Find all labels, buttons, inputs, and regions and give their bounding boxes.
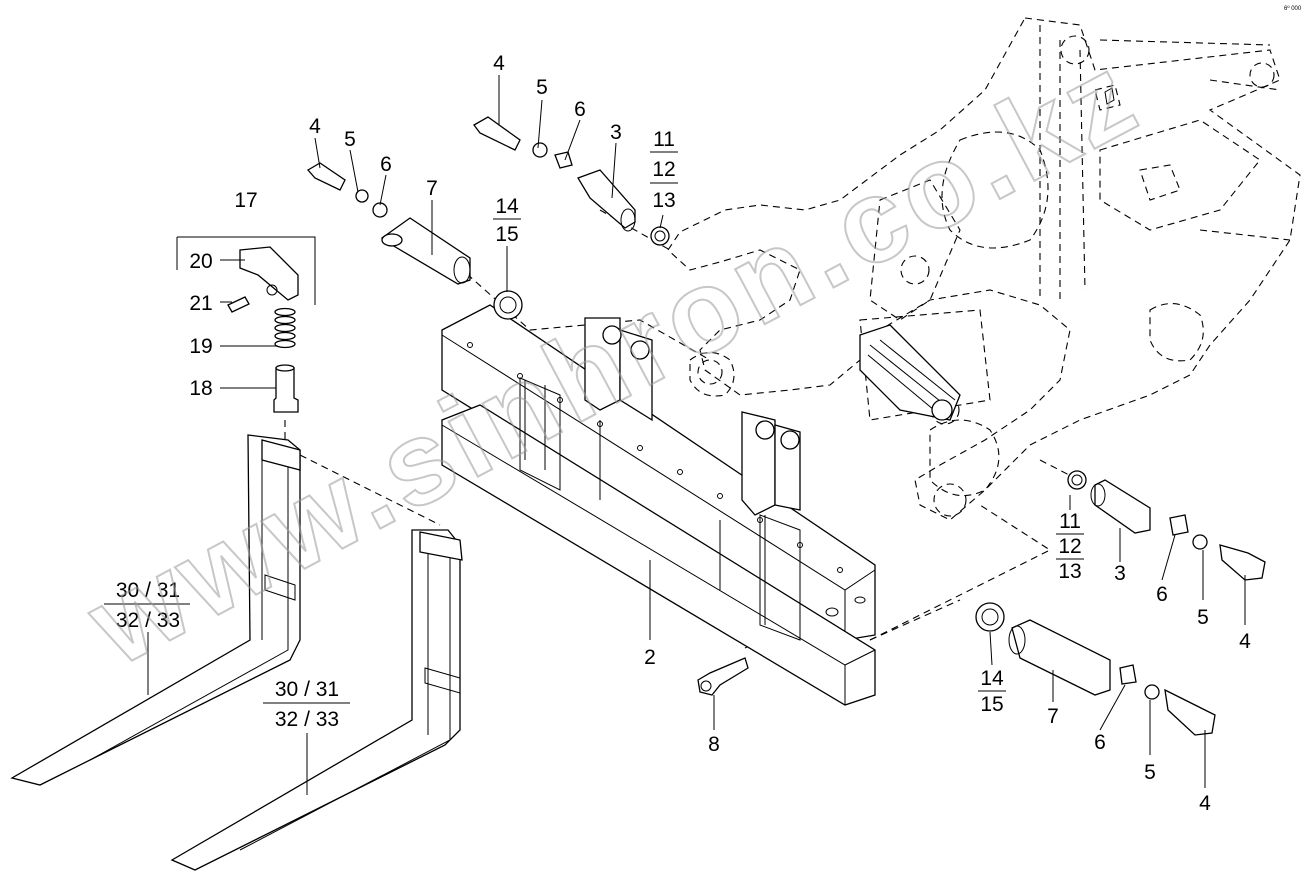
callout-forks-right: 30 / 31 32 / 33 [263, 678, 350, 731]
spring-19 [274, 307, 296, 349]
carriage-frame [441, 304, 876, 706]
callout-11-12-13-lower: 11 12 13 [1056, 510, 1084, 583]
callout-forks-line1: 30 / 31 [116, 579, 180, 602]
callout-18: 18 [189, 377, 212, 400]
callout-3-lower: 3 [1114, 562, 1126, 585]
pin-set-upper-left [306, 162, 523, 320]
callout-12: 12 [652, 158, 675, 181]
callout-6-upper-right: 6 [574, 98, 586, 121]
pin-set-lower-right-a [1067, 470, 1266, 581]
callout-5-upper-right: 5 [536, 76, 548, 99]
callout-11: 11 [1059, 510, 1081, 533]
callout-4-upper-right: 4 [493, 52, 505, 75]
fork-latch-parts [227, 246, 299, 413]
callout-forks-line2: 32 / 33 [275, 708, 339, 731]
callout-5-lower-a: 5 [1197, 606, 1209, 629]
fork-right [170, 529, 463, 871]
hydraulic-cylinder [859, 324, 961, 421]
pin-set-upper-right [473, 116, 670, 246]
callout-5-lower-b: 5 [1144, 761, 1156, 784]
bolt-8 [697, 657, 749, 696]
callout-4-lower-a: 4 [1239, 630, 1251, 653]
callout-20: 20 [189, 250, 212, 273]
projection-lines [284, 209, 1076, 649]
corner-code: 6º 000 [1284, 5, 1302, 12]
callout-21: 21 [189, 292, 212, 315]
callout-14: 14 [980, 667, 1004, 690]
callout-13: 13 [652, 189, 675, 212]
callout-5-upper-left: 5 [344, 128, 356, 151]
callout-15: 15 [980, 693, 1003, 716]
callout-6-lower-b: 6 [1094, 731, 1106, 754]
carriage-holes [467, 342, 843, 573]
callout-7-upper: 7 [426, 177, 438, 200]
callout-forks-line1: 30 / 31 [275, 678, 339, 701]
callout-14-15-lower: 14 15 [978, 667, 1006, 716]
leader-lines [147, 75, 1246, 795]
callout-11-12-13-upper: 11 12 13 [650, 128, 678, 212]
callout-12: 12 [1058, 535, 1081, 558]
callout-13: 13 [1058, 560, 1081, 583]
callout-11: 11 [653, 128, 675, 151]
callout-19: 19 [189, 335, 212, 358]
callout-15: 15 [495, 223, 518, 246]
callout-6-lower-a: 6 [1156, 583, 1168, 606]
callouts: 4 5 6 3 11 12 13 4 5 6 7 14 15 17 20 21 … [104, 52, 1251, 815]
callout-3-upper: 3 [610, 121, 622, 144]
callout-4-lower-b: 4 [1199, 792, 1211, 815]
callout-14: 14 [495, 195, 519, 218]
callout-forks-left: 30 / 31 32 / 33 [104, 579, 190, 632]
callout-17: 17 [234, 189, 257, 212]
callout-2: 2 [644, 646, 656, 669]
callout-6-upper-left: 6 [380, 153, 392, 176]
callout-14-15-upper: 14 15 [493, 195, 521, 246]
pin-set-lower-right-b [975, 602, 1216, 736]
callout-4-upper-left: 4 [309, 115, 321, 138]
callout-7-lower: 7 [1047, 705, 1059, 728]
callout-forks-line2: 32 / 33 [116, 609, 180, 632]
fork-left [10, 434, 301, 786]
callout-8: 8 [708, 733, 720, 756]
